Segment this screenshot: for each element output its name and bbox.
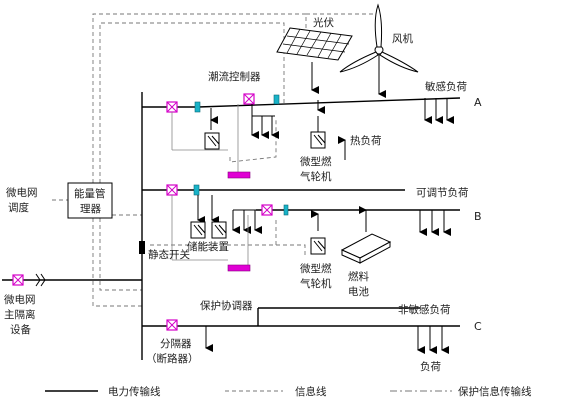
bus-a-devices: 光伏 风机 潮流控制器	[166, 3, 482, 183]
energy-manager-box	[67, 182, 113, 219]
legend-power-line-label: 电力传输线	[108, 385, 161, 398]
microturbine-1-label-l2: 气轮机	[300, 170, 332, 183]
static-switch: 静态开关	[139, 241, 190, 261]
storage-label: 储能装置	[187, 240, 229, 253]
main-isolation-label-l3: 设备	[10, 323, 31, 336]
protection-coordinator-label: 保护协调器	[200, 299, 253, 312]
grid-dispatch-label-l1: 微电网	[6, 186, 38, 199]
ems: 微电网 调度 能量管 理器	[6, 182, 113, 219]
fuel-cell-label-l2: 电池	[348, 285, 369, 298]
info-lines	[52, 13, 375, 307]
energy-manager-label-l2: 理器	[80, 203, 101, 215]
main-isolation-label-l2: 主隔离	[4, 308, 36, 321]
microturbine-2-label-l1: 微型燃	[300, 262, 332, 275]
pv-panel-icon	[276, 27, 353, 61]
nonsensitive-load-label: 非敏感负荷	[398, 303, 451, 316]
wind-turbine-icon	[339, 3, 419, 73]
main-isolation-label-l1: 微电网	[4, 293, 36, 306]
storage-b-bar	[227, 264, 251, 272]
grid-dispatch-label-l2: 调度	[8, 201, 29, 214]
flow-controller-label: 潮流控制器	[208, 70, 261, 83]
isolator-label-l2: （断路器）	[146, 352, 199, 365]
isolator-label-l1: 分隔器	[160, 338, 192, 350]
energy-manager-label-l1: 能量管	[74, 187, 106, 200]
adjustable-load-label: 可调节负荷	[416, 186, 469, 199]
sensor-b1-icon	[193, 184, 200, 196]
heat-load-label: 热负荷	[350, 134, 382, 147]
fuel-cell-label-l1: 燃料	[348, 270, 369, 283]
static-switch-label: 静态开关	[148, 248, 190, 261]
bus-a-letter: A	[474, 96, 482, 109]
load-label: 负荷	[420, 360, 441, 373]
sensor-a1-icon	[194, 101, 201, 113]
bus-b-letter: B	[474, 210, 482, 223]
sensor-a2-icon	[273, 94, 280, 105]
microturbine-2-label-l2: 气轮机	[300, 277, 332, 290]
storage-a-bar	[227, 171, 251, 179]
wind-label: 风机	[392, 32, 413, 45]
power-lines	[2, 92, 461, 360]
microturbine-1-label-l1: 微型燃	[300, 155, 332, 168]
bus-c-letter: C	[474, 320, 482, 333]
legend: 电力传输线 信息线 保护信息传输线	[45, 385, 532, 398]
legend-protection-line-label: 保护信息传输线	[458, 385, 532, 398]
sensitive-load-label: 敏感负荷	[425, 80, 467, 93]
bus-b-devices: 储能装置 微型燃 气轮机 燃料 电池 可调节负荷 B	[166, 184, 482, 298]
sensor-b2-icon	[283, 204, 289, 216]
bus-c-devices: 保护协调器 分隔器 （断路器） 非敏感负荷 C 负荷	[146, 299, 482, 373]
legend-info-line-label: 信息线	[295, 385, 327, 398]
fuel-cell-icon	[340, 233, 392, 264]
main-isolation: 微电网 主隔离 设备	[4, 273, 46, 336]
pv-label: 光伏	[313, 16, 334, 29]
